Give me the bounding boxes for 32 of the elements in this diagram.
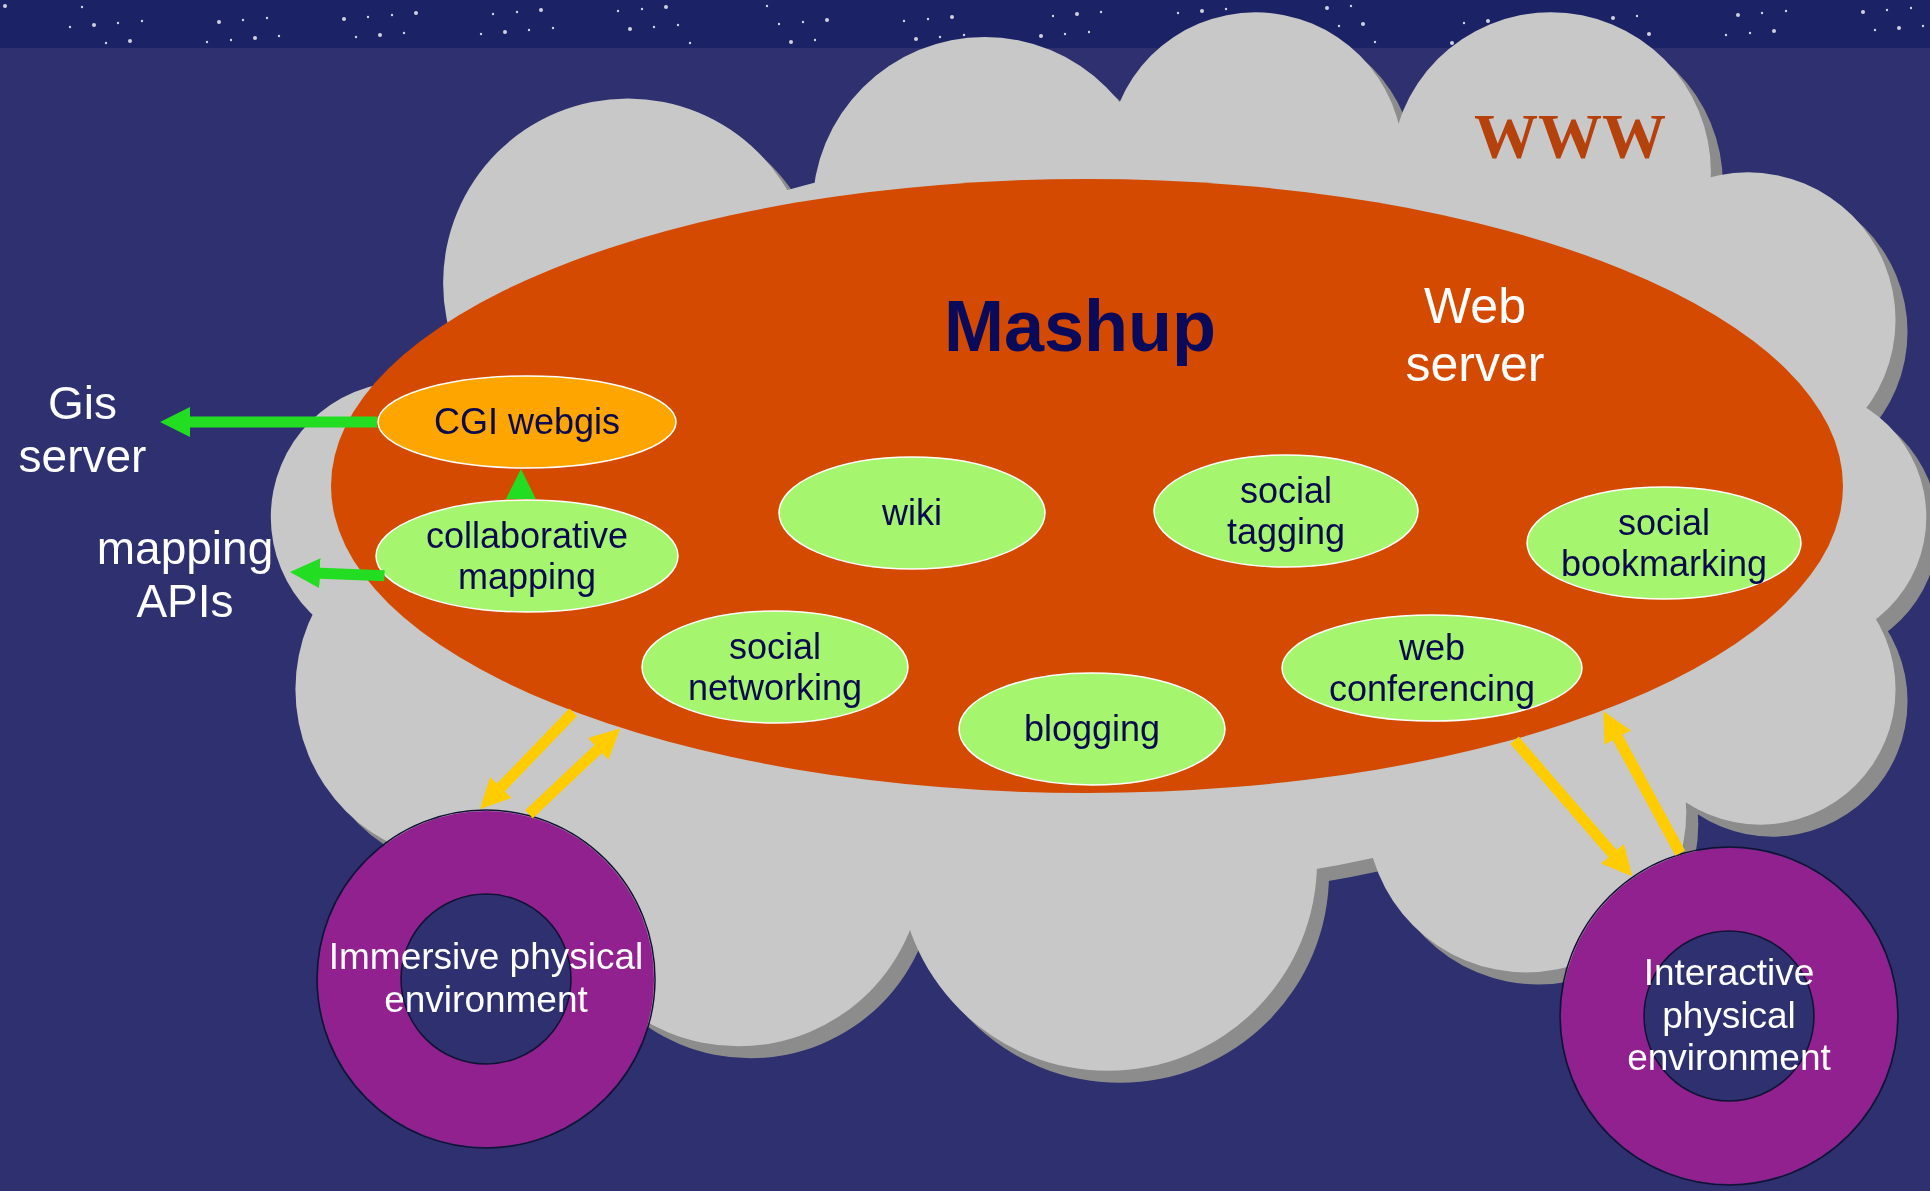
ellipse — [375, 499, 679, 613]
node-text: Web server — [1404, 278, 1546, 393]
node-text: Interactive physical environment — [1626, 952, 1832, 1080]
ring — [1559, 846, 1899, 1186]
node-text: blogging — [1023, 708, 1161, 750]
node-text: wiki — [882, 492, 942, 534]
arrow — [290, 558, 385, 589]
arrow — [1510, 736, 1633, 877]
ellipse — [377, 375, 677, 469]
arrow — [505, 468, 536, 500]
diagram-heading: Mashup — [943, 285, 1217, 368]
ellipse — [1526, 486, 1802, 600]
arrow — [480, 708, 578, 810]
node-text: social networking — [686, 625, 864, 709]
ellipse — [641, 610, 909, 724]
node-text: social tagging — [1225, 469, 1347, 553]
arrow — [160, 407, 377, 437]
node-text: Gis server — [17, 377, 148, 483]
node-text: web conferencing — [1327, 626, 1537, 710]
arrow — [525, 728, 621, 819]
ellipse — [1281, 614, 1583, 722]
node-text: CGI webgis — [433, 401, 621, 443]
ellipse — [1153, 454, 1419, 568]
mashup-ellipse — [330, 178, 1844, 794]
node-text: Immersive physical environment — [327, 936, 645, 1022]
ellipse — [958, 672, 1226, 786]
cloud-title: WWW — [1473, 100, 1667, 174]
node-text: collaborative mapping — [424, 514, 630, 598]
ellipse — [778, 456, 1046, 570]
arrow — [1603, 711, 1686, 856]
node-text: social bookmarking — [1559, 501, 1769, 585]
node-text: mapping APIs — [95, 521, 275, 628]
